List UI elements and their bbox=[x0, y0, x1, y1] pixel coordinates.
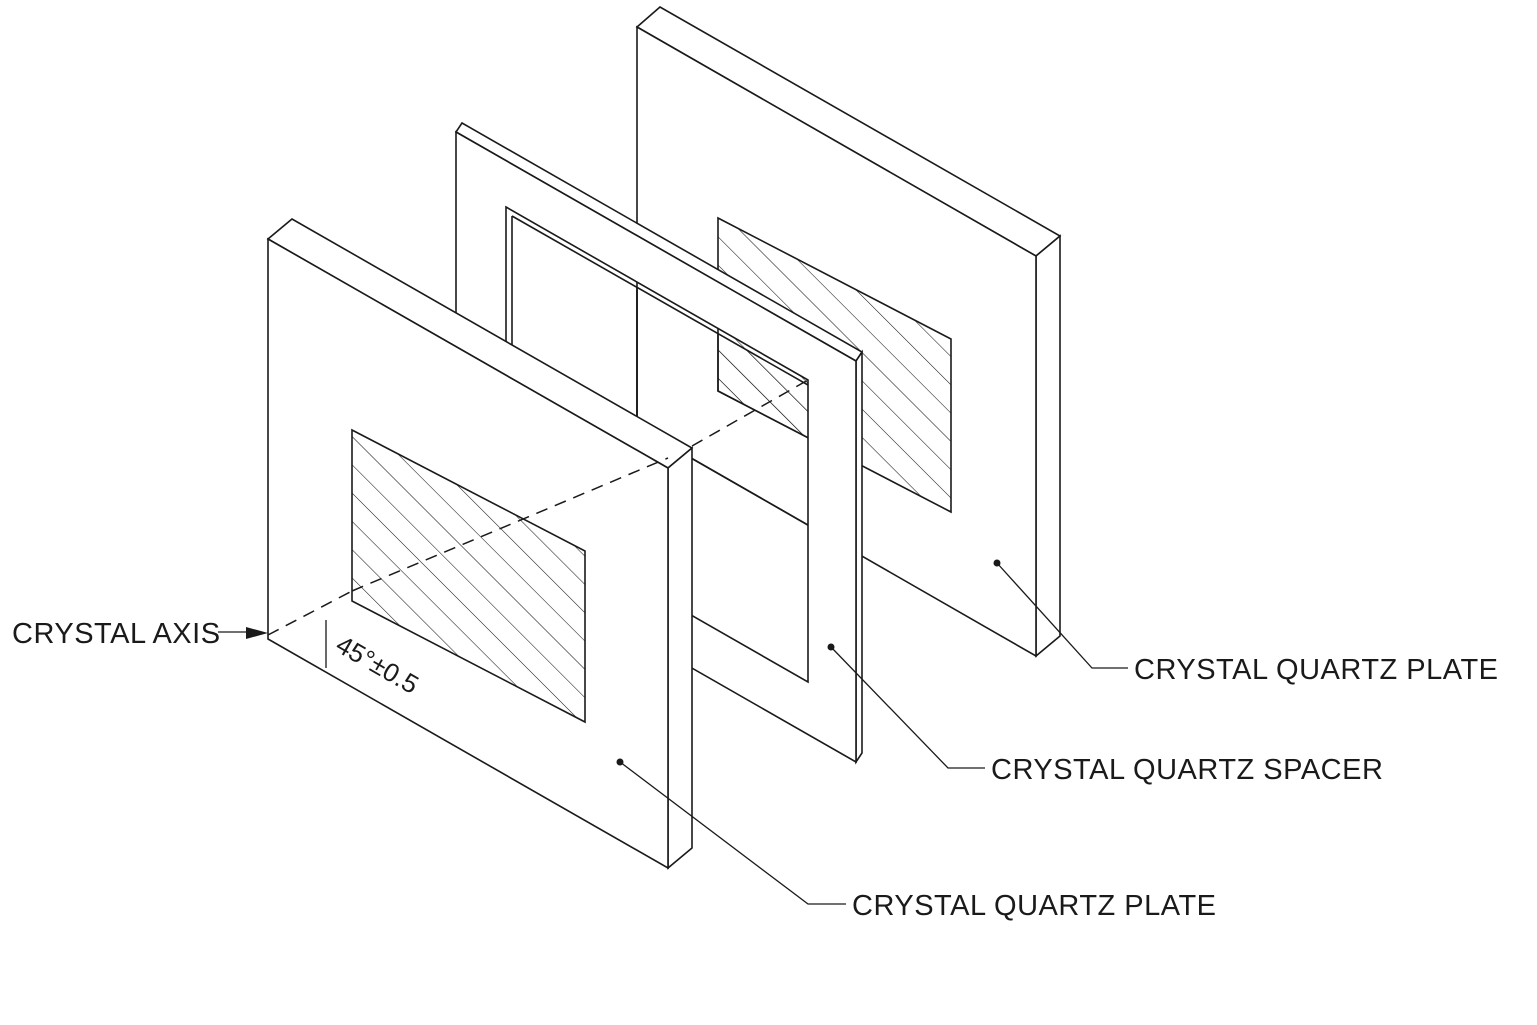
front-plate-label: CRYSTAL QUARTZ PLATE bbox=[852, 890, 1217, 922]
front-plate-leader bbox=[616, 758, 846, 905]
spacer-leader bbox=[827, 643, 985, 769]
spacer-label: CRYSTAL QUARTZ SPACER bbox=[991, 754, 1383, 786]
back-plate-leader bbox=[993, 559, 1128, 669]
crystal-axis-arrow bbox=[218, 627, 268, 639]
front-plate-side-edge bbox=[667, 446, 693, 870]
crystal-quartz-spacer bbox=[454, 121, 864, 765]
back-plate-label: CRYSTAL QUARTZ PLATE bbox=[1134, 654, 1499, 686]
crystal-axis-label: CRYSTAL AXIS bbox=[12, 618, 221, 650]
crystal-axis-line bbox=[267, 379, 809, 636]
spacer-window-inner-edge-top bbox=[511, 215, 809, 386]
spacer-side-edge bbox=[855, 349, 863, 765]
front-crystal-quartz-plate bbox=[266, 218, 694, 870]
back-plate-side-edge bbox=[1035, 234, 1061, 658]
